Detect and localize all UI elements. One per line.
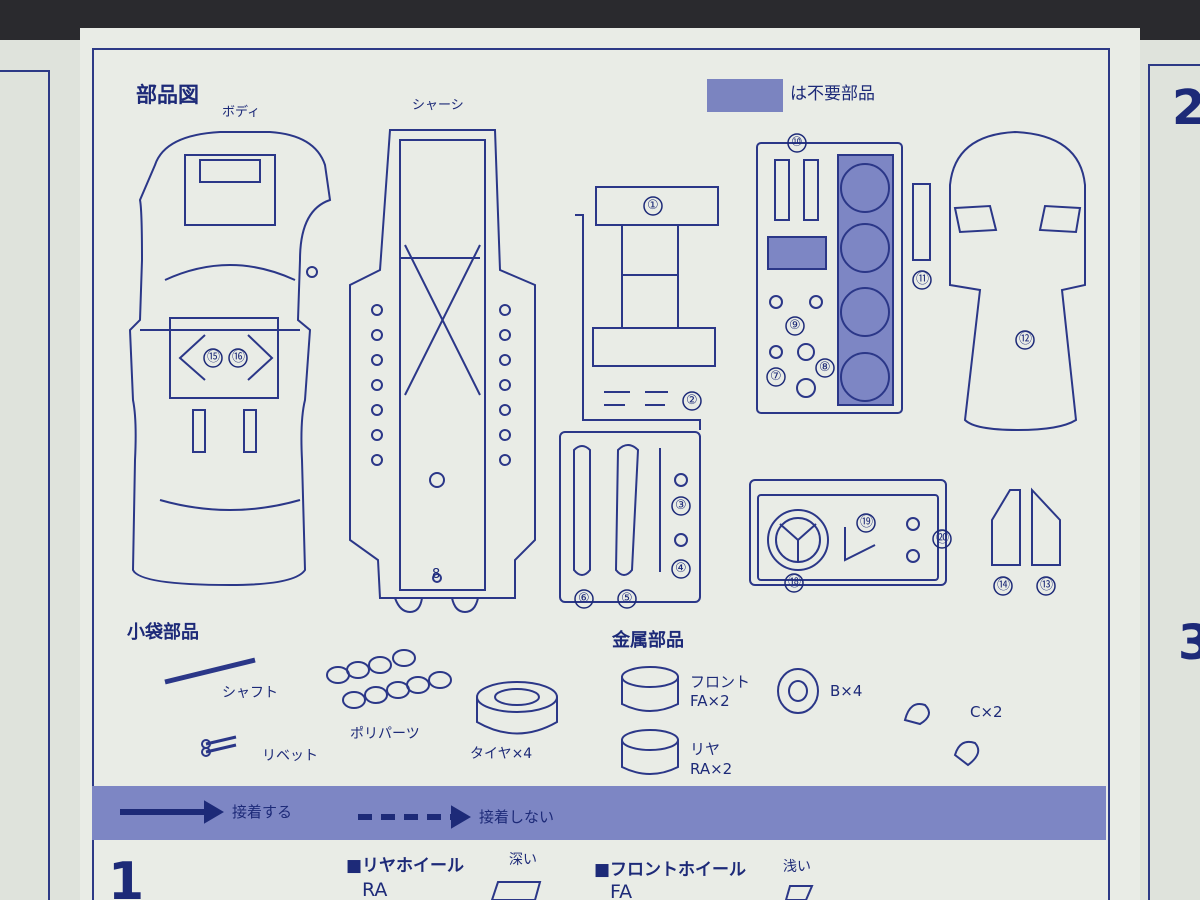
part-number-12: ⑫ (1019, 332, 1033, 347)
front-wheel-fa-drawing (621, 666, 679, 712)
deep-wheel-outline (490, 881, 542, 900)
rivet-drawing (201, 735, 237, 757)
part-number-10: ⑩ (791, 135, 803, 150)
metal-parts-title: 金属部品 (612, 630, 684, 651)
unneeded-part-swatch (707, 79, 783, 112)
poly-parts-label: ポリパーツ (350, 726, 420, 742)
part-b-drawing (777, 668, 819, 714)
parts-diagram-title: 部品図 (136, 83, 199, 107)
chassis-label: シャーシ (412, 98, 464, 113)
rear-wheel-heading: ■リヤホイール (346, 856, 465, 876)
part-13-drawing (1031, 487, 1061, 566)
right-page (1140, 40, 1200, 900)
glue-legend-band (92, 786, 1106, 840)
unneeded-parts-legend: は不要部品 (790, 84, 875, 104)
part-c-drawing-2 (953, 740, 980, 767)
part-number-8: ⑧ (819, 360, 831, 375)
unneeded-wheel-block (767, 154, 894, 406)
part-number-19: ⑲ (860, 515, 874, 530)
runner-parts-18-20 (749, 479, 947, 586)
part-number-4: ④ (675, 561, 687, 576)
runner-parts-1-2 (575, 186, 719, 430)
part-number-14: ⑭ (997, 578, 1011, 593)
glue-legend-label: 接着する (232, 803, 293, 821)
part-11-drawing (912, 183, 931, 261)
runner-parts-7-10 (756, 142, 903, 414)
small-bag-title: 小袋部品 (127, 622, 199, 643)
front-wheel-code: FA (610, 881, 633, 900)
front-label: フロント (690, 673, 751, 691)
part-number-13: ⑬ (1040, 578, 1054, 593)
left-page (0, 40, 80, 900)
part-number-16: ⑯ (232, 350, 246, 365)
poly-parts-drawing (326, 649, 452, 709)
body-part-drawing (128, 131, 332, 587)
runner-parts-3-6 (559, 431, 701, 603)
part-number-circles (203, 133, 1056, 609)
rear-wheel-code: RA (362, 879, 388, 900)
tire-label: タイヤ×4 (470, 746, 533, 762)
rivet-label: リベット (262, 748, 318, 764)
main-page (80, 28, 1140, 900)
parts-diagram-frame (92, 48, 1110, 900)
part-number-18: ⑱ (788, 575, 802, 590)
step-1-number: 1 (108, 852, 145, 900)
front-wheel-heading: ■フロントホイール (594, 860, 747, 880)
shallow-wheel-outline (784, 885, 814, 900)
chassis-mark: 8 (432, 567, 441, 582)
step-3-number: 3 (1178, 615, 1200, 671)
part-b-qty: B×4 (830, 682, 863, 700)
part-number-1: ① (647, 198, 659, 213)
shaft-label: シャフト (222, 685, 278, 701)
rear-qty: RA×2 (690, 760, 733, 778)
deep-label: 深い (509, 852, 537, 868)
part-14-drawing (991, 489, 1021, 566)
part-c-qty: C×2 (970, 703, 1003, 721)
part-number-2: ② (686, 393, 698, 408)
shaft-drawing (164, 657, 256, 685)
rear-wheel-ra-drawing (621, 729, 679, 775)
part-number-3: ③ (675, 498, 687, 513)
part-number-7: ⑦ (770, 369, 782, 384)
part-c-drawing-1 (903, 703, 930, 726)
right-page-frame (1148, 64, 1200, 900)
part-number-15: ⑮ (207, 350, 221, 365)
part-number-11: ⑪ (916, 272, 930, 287)
part-number-5: ⑤ (621, 591, 633, 606)
part-number-20: ⑳ (936, 531, 950, 546)
part-12-drawing (949, 130, 1086, 432)
no-glue-legend-label: 接着しない (479, 808, 555, 826)
chassis-part-drawing (349, 129, 536, 614)
part-number-9: ⑨ (789, 318, 801, 333)
part-number-6: ⑥ (578, 591, 590, 606)
shallow-label: 浅い (783, 859, 811, 875)
step-2-number: 2 (1172, 80, 1200, 136)
front-qty: FA×2 (690, 692, 730, 710)
tire-drawing (476, 681, 558, 735)
rear-label: リヤ (690, 740, 721, 758)
body-label: ボディ (222, 105, 261, 120)
left-page-frame (0, 70, 50, 900)
